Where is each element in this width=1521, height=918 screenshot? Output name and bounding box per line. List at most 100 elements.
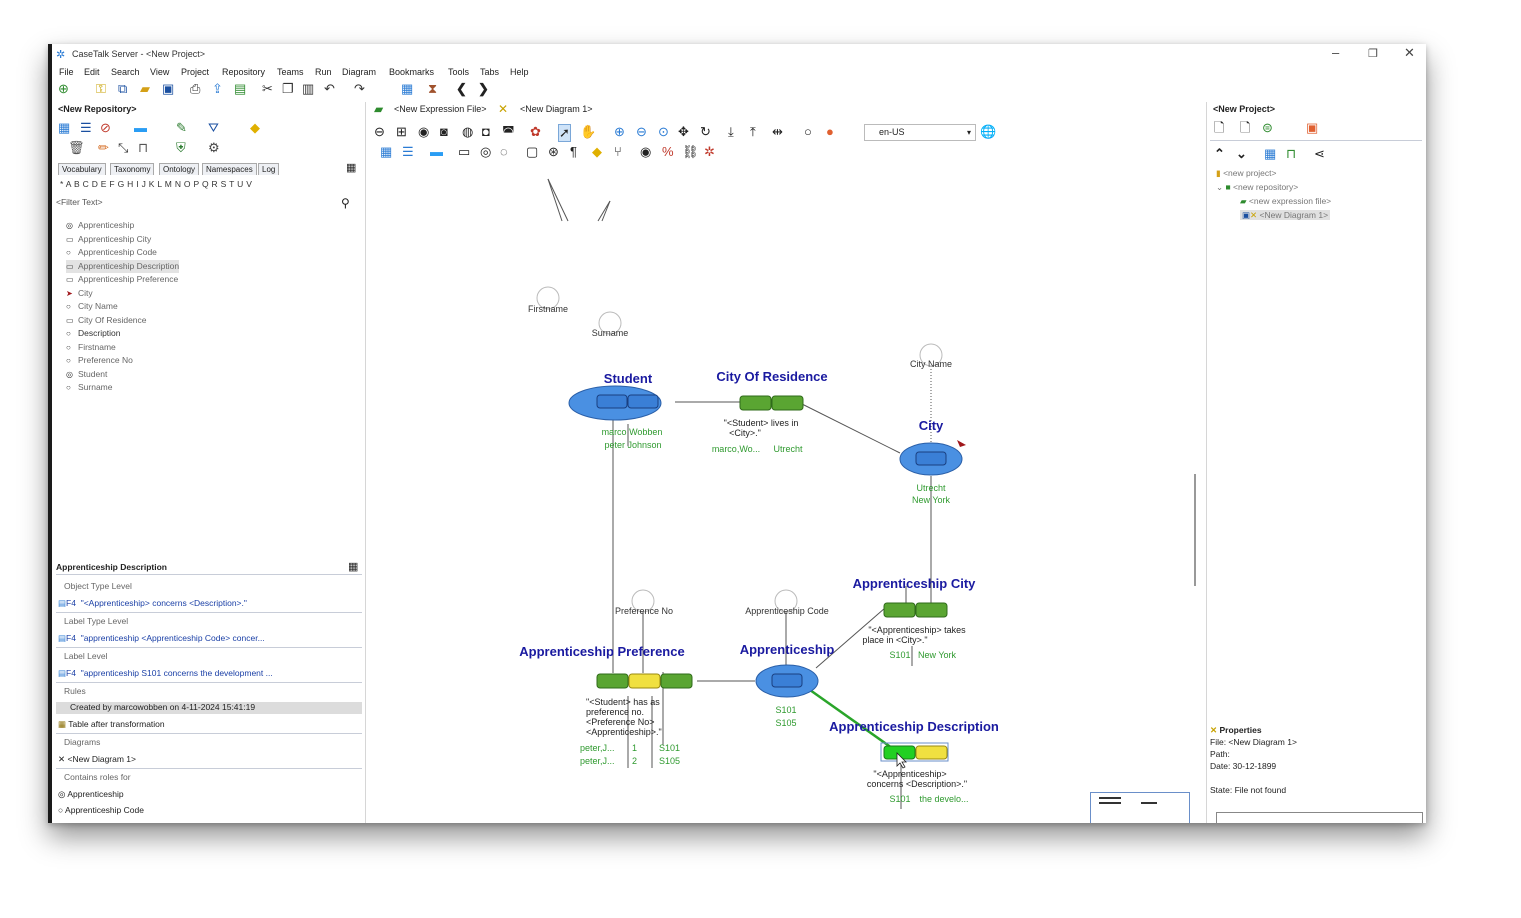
rotate-icon[interactable]: ↻ [700,124,711,139]
student-role[interactable] [596,394,628,409]
student-role[interactable] [627,394,659,409]
share-icon[interactable]: ⊜ [1262,120,1273,135]
forward-icon[interactable]: ❯ [478,81,489,96]
list-item[interactable]: ○Surname [66,381,179,395]
object-icon[interactable]: ◉ [418,124,430,139]
menu-tabs[interactable]: Tabs [480,67,500,77]
tab-log[interactable]: Log [258,163,280,175]
diagram-canvas[interactable]: Firstname Surname Student marco Wobben p… [370,156,1188,823]
hand-pan-icon[interactable]: ✋ [580,124,597,139]
globe-icon[interactable]: 🌐 [980,124,997,139]
redo-icon[interactable]: ↷ [354,81,365,96]
select-pointer-icon[interactable]: ➚ [558,124,571,142]
value-icon[interactable]: ◌ [500,144,508,159]
tab-expression-file[interactable]: <New Expression File> [394,104,487,114]
list-item[interactable]: ▭City Of Residence [66,314,179,328]
doc-icon[interactable]: 🗋 [1240,120,1251,135]
apprenticeship-role[interactable] [771,673,803,688]
align-top-icon[interactable]: ⤒ [750,124,756,139]
zoom-in-icon[interactable]: ⊕ [614,124,625,139]
menu-diagram[interactable]: Diagram [342,67,377,77]
list-item[interactable]: ◎Student [66,368,179,382]
menu-project[interactable]: Project [181,67,210,77]
search-icon[interactable]: ⚲ [341,196,350,210]
unlock-icon[interactable]: ⊓ [1286,146,1297,161]
hourglass-icon[interactable]: ⧗ [428,81,438,96]
minimize-button[interactable]: – [1332,45,1340,60]
menu-run[interactable]: Run [315,67,332,77]
note-icon[interactable]: ▬ [430,144,443,159]
connect-icon[interactable]: ⤡ [118,140,129,155]
tab-taxonomy[interactable]: Taxonomy [110,163,155,175]
unlock-icon[interactable]: ⊓ [138,140,149,155]
menu-repository[interactable]: Repository [222,67,266,77]
open-folder-icon[interactable]: ▰ [140,81,150,96]
grid-icon[interactable]: ▦ [1264,146,1277,161]
diagram-minimap[interactable] [1090,792,1190,823]
fact-role[interactable] [596,673,629,689]
menu-bookmarks[interactable]: Bookmarks [389,67,435,77]
role-row[interactable]: ○ Apprenticeship Code [58,805,144,815]
close-button[interactable]: ✕ [1404,45,1415,60]
details-grid-icon[interactable]: ▦ [348,561,359,573]
restore-button[interactable]: ❐ [1368,48,1378,60]
list-item[interactable]: ▭Apprenticeship Preference [66,273,179,287]
percent-icon[interactable]: % [662,144,674,159]
back-icon[interactable]: ❮ [456,81,467,96]
share-nodes-icon[interactable]: ⋖ [1314,146,1325,161]
view-icon[interactable]: ◉ [640,144,652,159]
paragraph-icon[interactable]: ¶ [570,144,577,159]
list-item[interactable]: ○City Name [66,300,179,314]
distribute-icon[interactable]: ⇹ [772,124,783,139]
add-icon[interactable]: ⊕ [58,81,69,96]
list-item[interactable]: ○Description [66,327,179,341]
headset-icon[interactable]: ◚ [502,124,515,139]
label-type-circle[interactable] [919,343,943,367]
constraint-icon[interactable]: ⊛ [548,144,559,159]
fact-role[interactable] [915,745,948,760]
menu-edit[interactable]: Edit [84,67,100,77]
tab-diagram[interactable]: <New Diagram 1> [520,104,593,114]
expand-down-icon[interactable]: ⌄ [1236,146,1247,161]
filter-input[interactable]: <Filter Text> [56,197,103,207]
panel-grid-icon[interactable]: ▦ [346,162,357,174]
fact-icon[interactable]: ▭ [458,144,471,159]
nested-icon[interactable]: ◙ [440,124,448,139]
diagram-row[interactable]: ✕ <New Diagram 1> [58,754,137,764]
tab-namespaces[interactable]: Namespaces [202,163,257,175]
bookmark-icon[interactable]: ▦ [401,81,414,96]
right-divider[interactable] [1206,102,1207,823]
role-row[interactable]: ◎ Apprenticeship [58,789,124,799]
undo-icon[interactable]: ↶ [324,81,335,96]
label-expression-row[interactable]: ▤F4 "apprenticeship <Apprenticeship Code… [58,633,265,643]
copy-icon[interactable]: ❐ [282,81,294,96]
tree-item[interactable]: ▣✕ <New Diagram 1> [1240,210,1331,220]
list-item[interactable]: ○Preference No [66,354,179,368]
list-view-icon[interactable]: ☰ [80,120,92,135]
tree-item[interactable]: ⌄ ■ <new repository> [1216,182,1299,192]
label-type-circle[interactable] [536,286,560,310]
label-type-circle[interactable] [598,311,622,335]
cut-icon[interactable]: ✂ [262,81,273,96]
new-doc-icon[interactable]: 🗋 [1214,120,1225,135]
copy-docs-icon[interactable]: ⧉ [118,81,128,96]
menu-view[interactable]: View [150,67,170,77]
menu-file[interactable]: File [59,67,74,77]
tag-icon[interactable]: ◆ [250,120,260,135]
subtype-icon[interactable]: ⑂ [614,144,622,159]
settings-icon[interactable]: ⚙ [208,140,220,155]
list-item[interactable]: ◎Apprenticeship [66,219,179,233]
fact-expression-row[interactable]: ▤F4 "<Apprenticeship> concerns <Descript… [58,598,247,608]
paste-icon[interactable]: ▥ [302,81,315,96]
tools-icon[interactable]: ✲ [704,144,715,159]
zoom-reset-icon[interactable]: ⊙ [658,124,669,139]
hash-icon[interactable]: ⊞ [396,124,407,139]
key-icon[interactable]: ⚿ [96,81,106,96]
fact-role[interactable] [771,395,804,411]
stop-icon[interactable]: ▣ [1306,120,1319,135]
rounded-icon[interactable]: ▢ [526,144,539,159]
menu-teams[interactable]: Teams [277,67,304,77]
zoom-out-icon[interactable]: ⊖ [636,124,647,139]
network-icon[interactable]: ✿ [530,124,541,139]
comment-icon[interactable]: ▬ [134,120,147,135]
